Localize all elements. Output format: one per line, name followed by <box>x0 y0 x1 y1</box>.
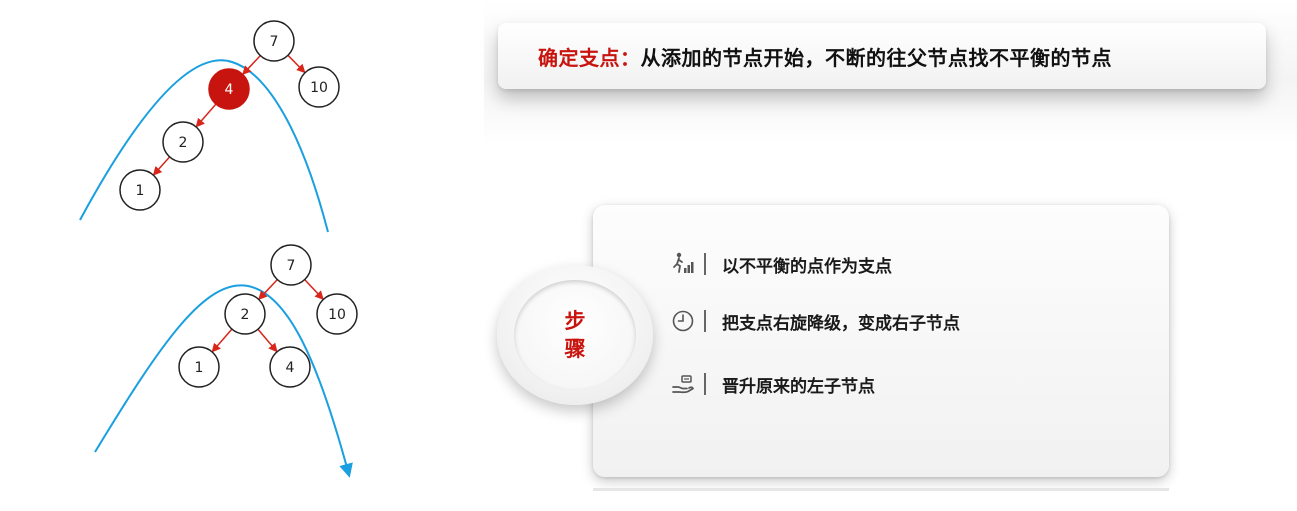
step-item-2: 把支点右旋降级，变成右子节点 <box>671 306 960 336</box>
badge-char-2: 骤 <box>564 337 586 361</box>
rotation-curve-top <box>79 59 329 233</box>
tree-edge-after-rotation-2-1 <box>211 328 233 353</box>
tree-node-circle <box>224 293 266 335</box>
tree-node-after-rotation-1: 1 <box>178 346 220 388</box>
tree-node-before-rotation-2: 2 <box>162 121 204 163</box>
tree-node-circle <box>298 66 340 108</box>
step-item-1: 以不平衡的点作为支点 <box>671 249 892 279</box>
tree-node-label: 10 <box>328 307 346 323</box>
step-text-3: 晋升原来的左子节点 <box>722 376 875 397</box>
tree-edge-before-rotation-4-2 <box>195 103 217 128</box>
title-keyword: 确定支点： <box>538 45 641 70</box>
tree-node-before-rotation-1: 1 <box>119 169 161 211</box>
tree-node-label: 7 <box>287 258 296 274</box>
stairs-icon <box>673 252 694 273</box>
step-text-1: 以不平衡的点作为支点 <box>722 256 892 277</box>
tree-node-circle <box>119 169 161 211</box>
tree-node-circle <box>269 346 311 388</box>
hand-icon <box>672 375 694 394</box>
tree-node-label: 7 <box>270 34 279 50</box>
tree-node-circle <box>253 20 295 62</box>
step-item-3: 晋升原来的左子节点 <box>671 369 875 399</box>
step-separator <box>704 253 706 275</box>
title-bar: 确定支点：从添加的节点开始，不断的往父节点找不平衡的节点 <box>498 23 1266 89</box>
title-description: 从添加的节点开始，不断的往父节点找不平衡的节点 <box>640 45 1112 70</box>
tree-node-before-rotation-4: 4 <box>208 68 250 110</box>
tree-node-label: 1 <box>136 183 145 199</box>
tree-node-label: 2 <box>179 135 188 151</box>
tree-node-after-rotation-2: 2 <box>224 293 266 335</box>
rotation-diagram: 7 4 10 2 1 7 2 10 1 4 <box>79 20 358 478</box>
tree-node-label: 10 <box>310 80 328 96</box>
tree-node-circle <box>178 346 220 388</box>
tree-node-label: 2 <box>241 307 250 323</box>
tree-edge-before-rotation-7-4 <box>242 55 261 75</box>
tree-node-after-rotation-7: 7 <box>270 244 312 286</box>
tree-node-circle <box>270 244 312 286</box>
tree-node-circle <box>316 293 358 335</box>
tree-node-circle <box>208 68 250 110</box>
title-text: 确定支点：从添加的节点开始，不断的往父节点找不平衡的节点 <box>538 42 1112 71</box>
tree-edge-before-rotation-7-10 <box>287 54 306 74</box>
badge-char-1: 步 <box>564 309 586 333</box>
step-text-2: 把支点右旋降级，变成右子节点 <box>722 313 960 334</box>
tree-node-before-rotation-7: 7 <box>253 20 295 62</box>
tree-edge-after-rotation-7-2 <box>258 279 278 301</box>
clock-icon <box>672 310 694 332</box>
tree-node-after-rotation-4: 4 <box>269 346 311 388</box>
tree-node-circle <box>162 121 204 163</box>
rotation-curve-bottom-arrow <box>94 284 353 478</box>
steps-badge: 步 骤 <box>514 280 636 390</box>
tree-node-before-rotation-10: 10 <box>298 66 340 108</box>
tree-node-label: 4 <box>225 82 234 98</box>
card-divider <box>593 488 1169 491</box>
tree-edge-after-rotation-7-10 <box>304 279 324 301</box>
tree-node-label: 4 <box>286 360 295 376</box>
tree-node-after-rotation-10: 10 <box>316 293 358 335</box>
step-separator <box>704 373 706 395</box>
step-separator <box>704 310 706 332</box>
steps-card <box>593 205 1169 477</box>
tree-edge-before-rotation-2-1 <box>152 156 171 176</box>
tree-node-label: 1 <box>195 360 204 376</box>
tree-edge-after-rotation-2-4 <box>257 328 278 353</box>
